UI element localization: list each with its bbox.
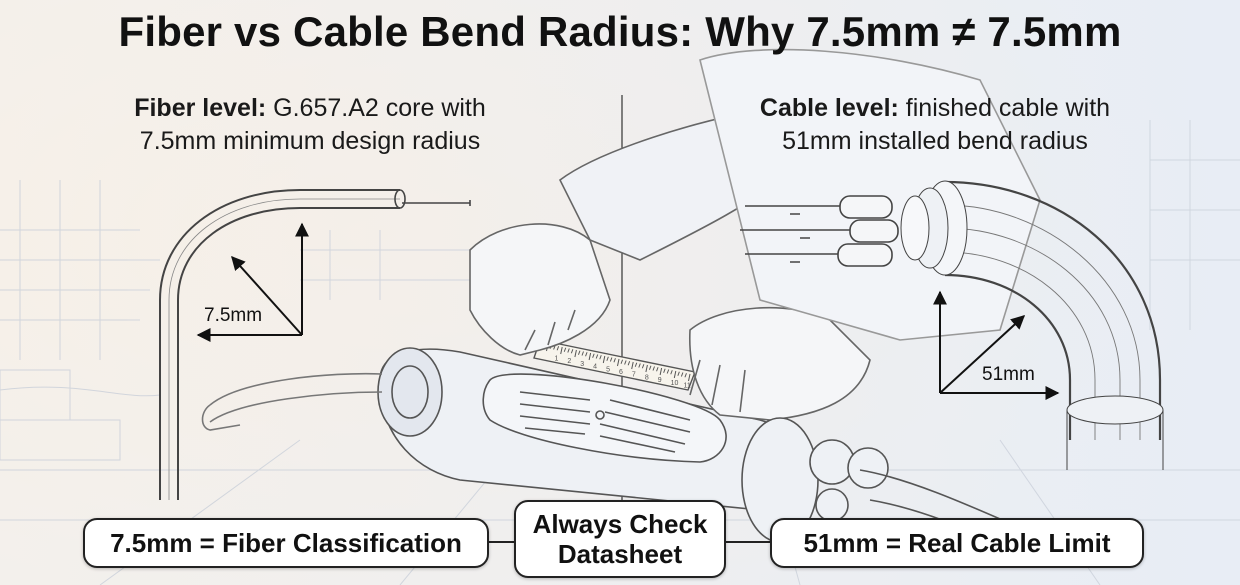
ruler-tick — [631, 361, 634, 370]
ruler-tick — [666, 369, 670, 374]
ruler-tick — [577, 350, 581, 355]
ruler-tick — [599, 355, 602, 360]
ruler-tick — [560, 346, 563, 355]
ruler-tick — [645, 364, 648, 373]
ruler-tick — [641, 364, 645, 369]
ruler-tick — [606, 356, 609, 361]
fiber-level-line2: 7.5mm minimum design radius — [139, 127, 481, 155]
ruler-tick — [574, 349, 577, 358]
ruler-tick — [588, 352, 592, 361]
ruler: 1 2 3 4 5 6 7 8 9 10 11 — [533, 339, 696, 391]
ruler-tick — [680, 372, 684, 377]
cable-fibers — [740, 195, 899, 267]
cable-bend-drawing — [900, 180, 1164, 470]
splice-closure-sketch — [201, 347, 791, 511]
check-datasheet-callout: Always Check Datasheet — [514, 500, 726, 578]
cable-level-line2: 51mm installed bend radius — [782, 127, 1088, 155]
ruler-tick — [688, 373, 691, 382]
ruler-tick — [648, 365, 652, 370]
ruler-tick — [652, 366, 655, 371]
check-datasheet-line1: Always Check — [532, 509, 708, 539]
ruler-tick-label: 10 — [671, 380, 679, 387]
ruler-tick-label: 8 — [645, 374, 649, 381]
ruler-tick — [585, 352, 588, 357]
ruler-tick — [684, 373, 687, 378]
ruler-tick — [581, 351, 584, 356]
cable-radius-arrows — [933, 290, 1060, 400]
ruler-tick — [638, 363, 641, 368]
ruler-tick-label: 9 — [658, 377, 662, 384]
ruler-tick — [656, 367, 659, 372]
fiber-bend-drawing — [159, 189, 471, 500]
ruler-tick-label: 2 — [567, 358, 571, 365]
fiber-level-line1: G.657.A2 core with — [266, 94, 486, 122]
ruler-tick — [620, 359, 624, 364]
cable-level-lead: Cable level: — [759, 94, 899, 122]
ruler-tick-label: 11 — [684, 383, 691, 390]
ruler-tick-label: 7 — [632, 372, 636, 379]
ruler-tick — [563, 347, 567, 352]
check-datasheet-line2: Datasheet — [557, 539, 683, 569]
fiber-radius-arrows — [196, 222, 309, 342]
ruler-tick-label: 5 — [606, 366, 610, 373]
ruler-tick — [663, 368, 666, 373]
fiber-classification-callout: 7.5mm = Fiber Classification — [83, 518, 489, 568]
ruler-tick — [634, 362, 638, 367]
ruler-tick-label: 1 — [554, 355, 558, 362]
ruler-tick — [556, 346, 560, 351]
ruler-tick — [567, 348, 570, 353]
page-title: Fiber vs Cable Bend Radius: Why 7.5mm ≠ … — [118, 8, 1122, 55]
ruler-tick — [617, 358, 620, 367]
ruler-tick — [609, 357, 613, 362]
ruler-tick-label: 3 — [580, 361, 584, 368]
ruler-tick — [659, 367, 663, 376]
cable-level-caption: Cable level: finished cable with 51mm in… — [720, 92, 1150, 158]
fiber-level-lead: Fiber level: — [134, 94, 267, 122]
cable-limit-text: 51mm = Real Cable Limit — [803, 527, 1111, 558]
ruler-tick — [627, 361, 631, 366]
cable-radius-label: 51mm — [982, 364, 1035, 385]
ruler-tick-label: 6 — [619, 369, 623, 376]
ruler-tick — [670, 370, 673, 375]
ruler-tick — [673, 370, 677, 379]
ruler-tick — [624, 360, 627, 365]
fiber-radius-label: 7.5mm — [204, 305, 263, 326]
cable-limit-callout: 51mm = Real Cable Limit — [770, 518, 1144, 568]
cable-level-line1: finished cable with — [898, 94, 1111, 122]
ruler-tick — [613, 358, 616, 363]
ruler-tick — [602, 355, 606, 364]
ruler-tick — [677, 371, 680, 376]
fiber-classification-text: 7.5mm = Fiber Classification — [110, 527, 462, 558]
ruler-tick-label: 4 — [593, 364, 597, 371]
fiber-level-caption: Fiber level: G.657.A2 core with 7.5mm mi… — [95, 92, 525, 158]
bottom-cable-bundle — [741, 417, 1061, 561]
ruler-tick — [592, 353, 595, 358]
ruler-tick — [595, 354, 599, 359]
ruler-tick — [570, 349, 574, 354]
